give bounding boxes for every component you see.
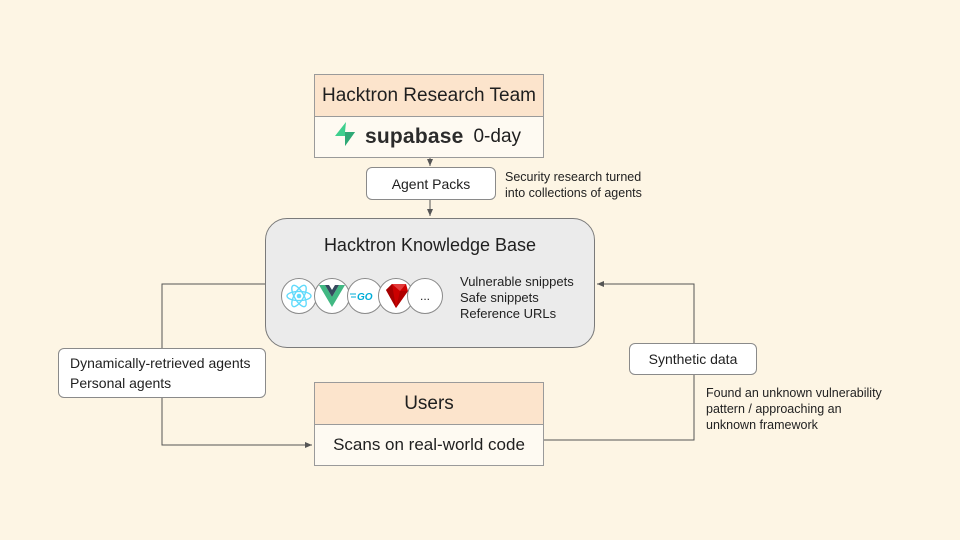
agent-packs-label: Agent Packs [391,175,471,192]
research-team-title: Hacktron Research Team [321,84,537,106]
knowledge-base-item: Reference URLs [460,306,557,321]
supabase-logo-icon [333,121,357,153]
agent-packs-note-line: into collections of agents [505,186,642,200]
agent-packs-note: Security research turned into collection… [505,169,642,201]
more-frameworks-icon: ... [407,278,443,314]
knowledge-base-title: Hacktron Knowledge Base [323,235,537,255]
unknown-pattern-note-line: Found an unknown vulnerability [706,386,882,400]
rails-logo-icon [378,278,414,314]
unknown-pattern-note: Found an unknown vulnerability pattern /… [706,385,882,433]
users-scans-label: Scans on real-world code [333,435,525,454]
go-logo-text: GO [357,292,373,303]
knowledge-base-item: Vulnerable snippets [460,274,574,289]
vue-logo-icon [314,278,350,314]
personal-agents-line: Personal agents [70,375,172,391]
zero-day-label: 0-day [473,126,522,147]
unknown-pattern-note-line: pattern / approaching an [706,402,842,416]
go-logo-icon: GO [347,278,383,314]
users-title: Users [404,392,454,414]
react-logo-icon [281,278,317,314]
more-frameworks-text: ... [419,289,430,303]
users-body: Scans on real-world code [314,424,544,466]
users-header: Users [314,382,544,425]
synthetic-data-label: Synthetic data [648,351,738,367]
retrieved-agents-box: Dynamically-retrieved agents Personal ag… [58,348,266,398]
knowledge-base-items: Vulnerable snippets Safe snippets Refere… [460,274,574,322]
supabase-brand: supabase [365,125,464,148]
retrieved-agents-line: Dynamically-retrieved agents [70,355,251,371]
unknown-pattern-note-line: unknown framework [706,418,818,432]
agent-packs-box: Agent Packs [366,167,496,200]
synthetic-data-box: Synthetic data [629,343,757,375]
research-team-header: Hacktron Research Team [314,74,544,117]
knowledge-base-item: Safe snippets [460,290,539,305]
agent-packs-note-line: Security research turned [505,170,642,184]
research-team-body: supabase 0-day [314,116,544,158]
